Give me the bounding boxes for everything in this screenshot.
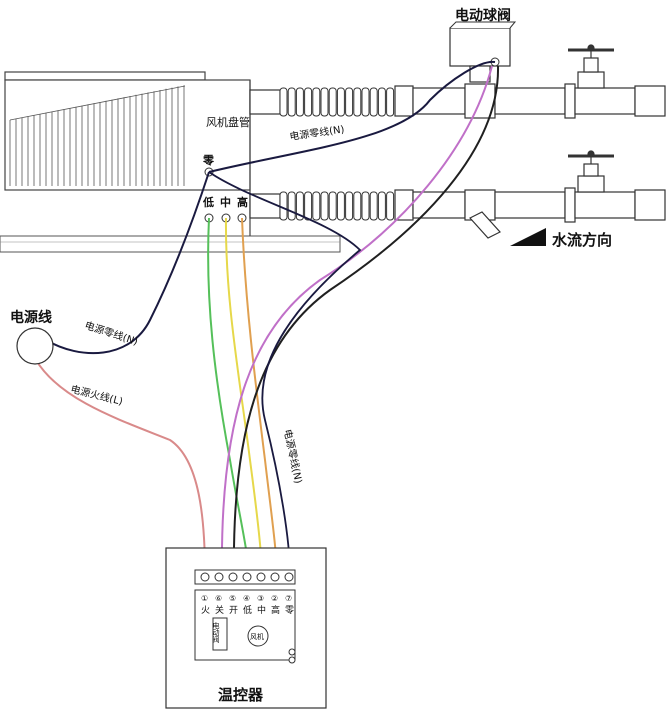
valve-box-label: 电动阀: [212, 621, 220, 644]
terminal-number: ⑤: [229, 594, 236, 603]
hose-segment: [353, 87, 362, 117]
supply-pipe: [249, 83, 666, 119]
power-line-label: 电源线: [10, 309, 52, 326]
hose-segment: [320, 191, 329, 221]
terminal-label: 中: [257, 604, 266, 616]
terminal-screw: [284, 572, 294, 582]
thermostat-label: 温控器: [218, 686, 264, 704]
valve-close-wire: [232, 65, 500, 576]
return-hose: [279, 191, 395, 221]
hose-segment: [386, 191, 395, 221]
terminal-screw: [200, 572, 210, 582]
flow-arrow: 水流方向: [510, 228, 612, 249]
hose-segment: [328, 87, 337, 117]
hose-segment: [279, 191, 288, 221]
hose-segment: [295, 191, 304, 221]
terminal-screw: [228, 572, 238, 582]
mid-label: 中: [220, 195, 231, 209]
hose-segment: [386, 87, 395, 117]
terminal-screw: [270, 572, 280, 582]
low-speed-wire: [207, 217, 250, 576]
terminal-label: 关: [215, 604, 224, 616]
hose-segment: [312, 191, 321, 221]
hose-segment: [369, 191, 378, 221]
strainer: [469, 211, 501, 239]
fan-symbol-label: 风机: [250, 632, 264, 641]
hose-segment: [320, 87, 329, 117]
hose-segment: [279, 87, 288, 117]
terminal-number: ②: [271, 594, 278, 603]
hose-segment: [369, 87, 378, 117]
hose-segment: [295, 87, 304, 117]
neutral-down-label: 电源零线(N): [281, 428, 305, 485]
return-pipe: [249, 187, 666, 223]
hose-segment: [287, 191, 296, 221]
terminal-label: 低: [243, 604, 252, 616]
terminal-label: 火: [201, 605, 210, 616]
hose-segment: [377, 87, 386, 117]
neutral-down-wire: [208, 171, 362, 576]
neutral-to-valve-wire: [208, 60, 496, 173]
terminal-label: 开: [229, 605, 238, 616]
source-live-label: 电源火线(L): [69, 382, 124, 408]
supply-hose: [279, 87, 395, 117]
high-speed-wire: [241, 217, 278, 576]
gate-valve-top: [568, 44, 614, 89]
motorized-valve-label: 电动球阀: [455, 7, 511, 24]
terminal-number: ⑦: [285, 594, 292, 603]
terminal-number: ④: [243, 594, 250, 603]
hose-segment: [304, 191, 313, 221]
mid-speed-wire: [224, 217, 263, 576]
fan-coil-label: 风机盘管: [206, 115, 250, 129]
valve-open-wire: [220, 65, 493, 576]
source-neutral-wire: [45, 171, 210, 355]
hose-segment: [287, 87, 296, 117]
high-label: 高: [237, 195, 248, 209]
motorized-ball-valve: [449, 21, 517, 83]
zero-label: 零: [202, 154, 215, 167]
hose-segment: [345, 191, 354, 221]
gate-valve-bottom: [568, 150, 614, 193]
low-label: 低: [202, 195, 214, 209]
hose-segment: [312, 87, 321, 117]
hose-segment: [304, 87, 313, 117]
hose-segment: [328, 191, 337, 221]
terminal-label: 零: [285, 605, 294, 616]
terminal-number: ③: [257, 594, 264, 603]
hose-segment: [336, 87, 345, 117]
coil-fins: [9, 85, 186, 186]
terminal-screw: [256, 572, 266, 582]
source-live-wire: [35, 359, 206, 576]
hose-segment: [353, 191, 362, 221]
power-source: 电源线: [10, 309, 54, 365]
hose-segment: [336, 191, 345, 221]
hose-segment: [361, 87, 370, 117]
hose-segment: [361, 191, 370, 221]
terminal-label: 高: [271, 604, 280, 616]
hose-segment: [345, 87, 354, 117]
neutral-to-valve-label: 电源零线(N): [289, 122, 346, 143]
hose-segment: [377, 191, 386, 221]
terminal-number: ⑥: [215, 594, 222, 603]
terminal-number: ①: [201, 594, 208, 603]
terminal-screw: [242, 572, 252, 582]
terminal-screw: [214, 572, 224, 582]
wires: [35, 60, 500, 576]
flow-direction-label: 水流方向: [552, 231, 612, 249]
source-neutral-label: 电源零线(N): [83, 318, 140, 347]
